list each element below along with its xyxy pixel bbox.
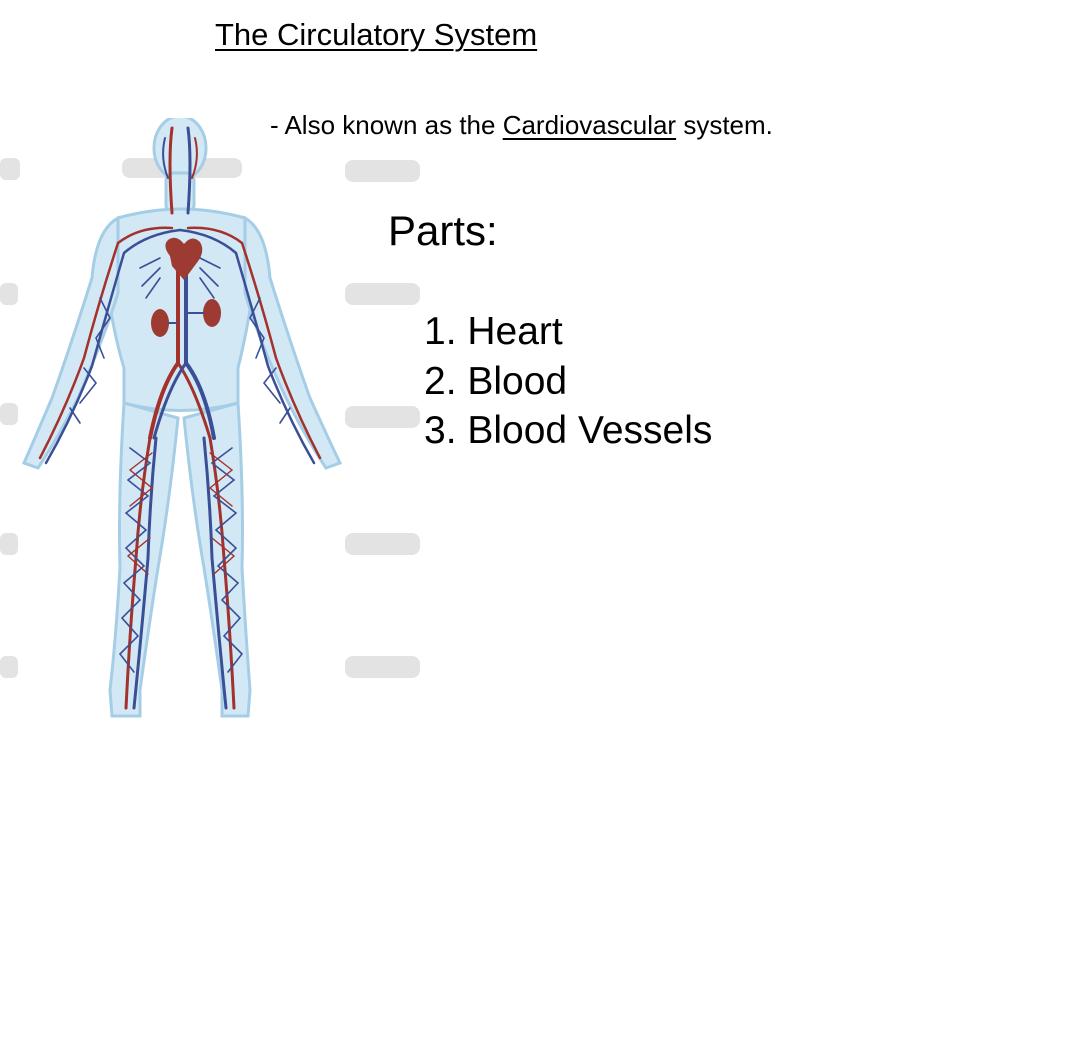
list-item-label: Blood Vessels [467,409,713,452]
slide-title: The Circulatory System [215,17,538,52]
list-item-number: 2. [424,359,457,403]
list-item-label: Blood [467,359,568,403]
blood-vessels [38,126,322,710]
body-silhouette [21,118,343,718]
human-body-icon [0,118,420,718]
parts-list: 1. Heart 2. Blood 3. Blood Vessels [424,307,712,456]
watermark-marks [0,158,420,678]
organs [151,237,221,337]
heart-icon [165,237,203,280]
parts-heading: Parts: [388,207,498,254]
left-kidney-icon [151,309,169,337]
subtitle-suffix: system. [676,110,773,140]
subtitle-prefix: - Also known as the [270,110,503,140]
list-item-number: 3. [424,409,457,452]
right-kidney-icon [203,299,221,327]
list-item: 1. Heart [424,307,712,357]
list-item-label: Heart [467,310,563,353]
list-item-number: 1. [424,310,457,353]
list-item: 2. Blood [424,357,712,407]
list-item: 3. Blood Vessels [424,406,712,456]
slide-subtitle: - Also known as the Cardiovascular syste… [270,111,773,140]
circulatory-system-figure [0,118,425,728]
subtitle-emphasis: Cardiovascular [502,110,677,140]
